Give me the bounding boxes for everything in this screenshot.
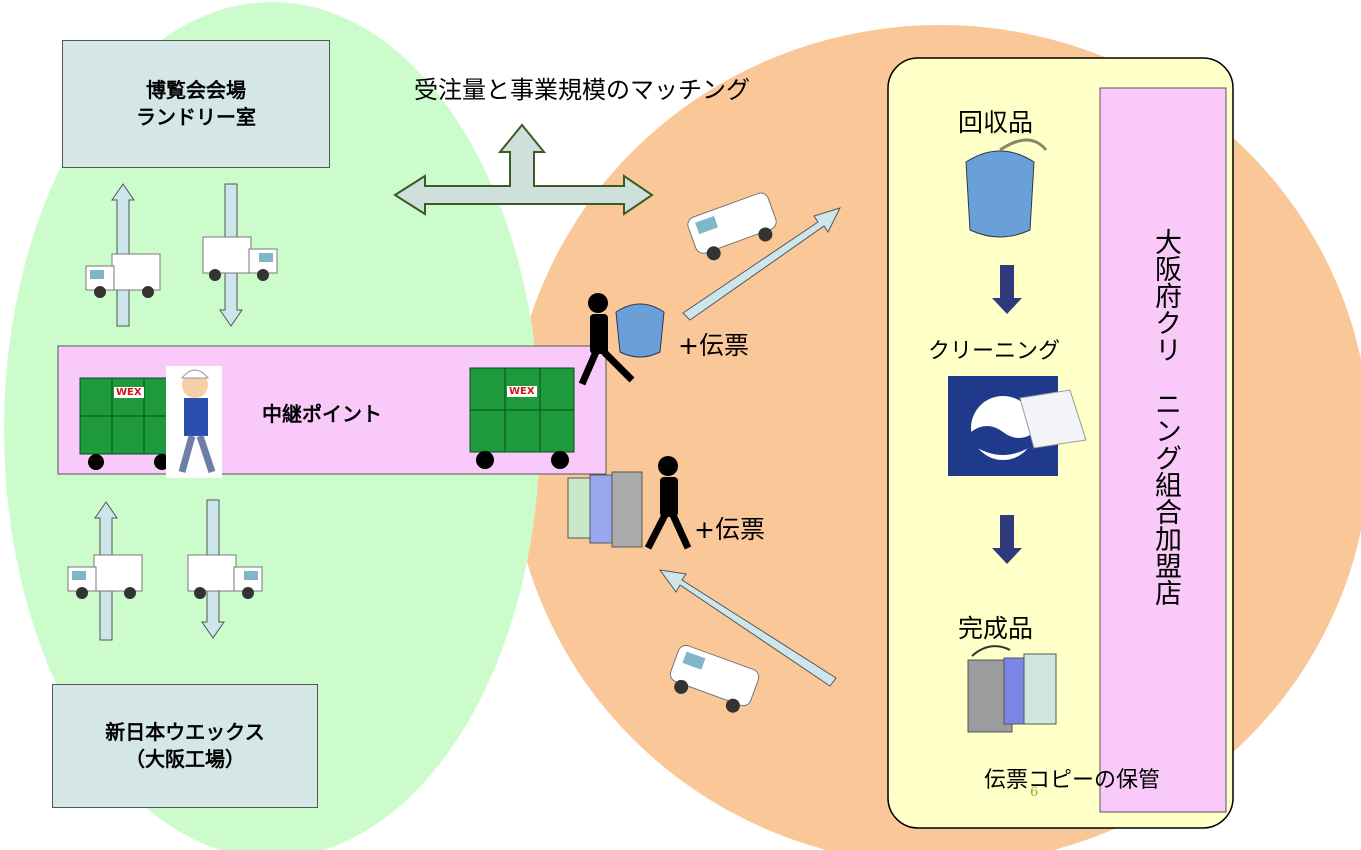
factory-line-2: （大阪工場） <box>125 747 245 771</box>
slip-label-top: +伝票 <box>678 331 749 360</box>
slip-label-bottom: +伝票 <box>694 515 765 544</box>
member-store-label: 大阪府クリ ニング組合加盟店 <box>1150 228 1181 606</box>
member-label-panel <box>1099 87 1227 813</box>
venue-line-2: ランドリー室 <box>136 105 256 129</box>
courier-with-clothes <box>644 456 692 550</box>
matching-label: 受注量と事業規模のマッチング <box>414 76 750 104</box>
wex-mark-cart-left: WEX <box>114 387 144 398</box>
collected-label: 回収品 <box>958 108 1034 137</box>
hanging-clothes-small <box>567 471 643 548</box>
venue-line-1: 博覧会会場 <box>146 78 246 102</box>
factory-line-1: 新日本ウエックス <box>105 720 265 744</box>
page-number: 6 <box>1030 785 1039 800</box>
truck-icon-2 <box>202 236 278 281</box>
process-arrow-2 <box>992 515 1022 564</box>
relay-point-label: 中継ポイント <box>262 402 382 426</box>
venue-laundry-box: 博覧会会場 ランドリー室 <box>62 40 330 168</box>
factory-box: 新日本ウエックス （大阪工場） <box>52 684 318 808</box>
finished-clothes-icon <box>967 645 1057 733</box>
wex-mark-cart-right: WEX <box>507 386 537 397</box>
laundry-bag-small <box>615 303 665 358</box>
pickup-diagonal-arrow <box>682 207 841 321</box>
washing-machine-icon <box>948 376 1087 476</box>
van-icon-top <box>687 192 777 261</box>
truck-icon-3 <box>67 554 143 599</box>
matching-arrow <box>393 123 654 216</box>
finished-label: 完成品 <box>958 614 1034 643</box>
courier-with-bag <box>578 293 635 386</box>
cleaning-label: クリーニング <box>928 339 1061 364</box>
slip-storage-label: 伝票コピーの保管 <box>984 768 1161 793</box>
truck-icon-4 <box>187 554 263 599</box>
van-icon-bottom <box>669 644 760 713</box>
delivery-diagonal-arrow <box>658 569 837 687</box>
worker-figure <box>166 366 222 478</box>
cart-right <box>469 367 575 469</box>
laundry-bag-icon <box>965 138 1048 238</box>
process-arrow-1 <box>992 265 1022 314</box>
truck-icon-1 <box>85 253 161 298</box>
